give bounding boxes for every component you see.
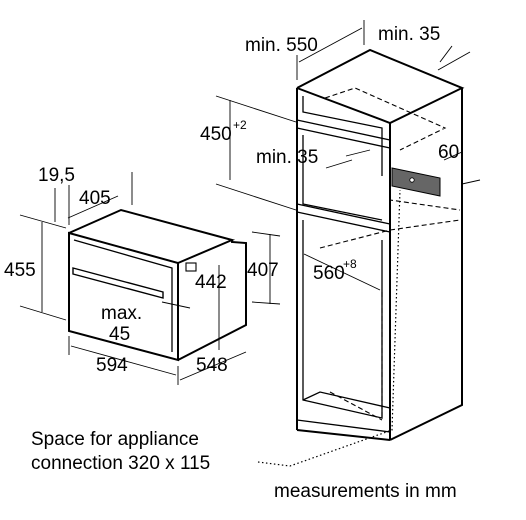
- label-45: 45: [109, 324, 130, 345]
- vent-marker-icon: [409, 177, 415, 183]
- appliance-front-inner: [73, 239, 173, 352]
- appliance-side: [177, 240, 247, 361]
- label-60: 60: [438, 142, 459, 163]
- dimension-lines: [19, 20, 481, 467]
- label-594: 594: [96, 355, 128, 376]
- control-knob-icon: [185, 262, 197, 272]
- upper-shelf-back: [296, 127, 391, 149]
- label-450: 450: [200, 124, 232, 145]
- label-405: 405: [79, 188, 111, 209]
- niche-left: [302, 135, 383, 221]
- upper-compartment: [302, 96, 383, 176]
- label-max: max.: [101, 303, 142, 324]
- label-min-35-inner: min. 35: [256, 147, 318, 168]
- note-space-line2: connection 320 x 115: [31, 453, 210, 474]
- appliance-handle: [72, 267, 164, 299]
- appliance-drawing: [68, 208, 247, 362]
- lower-floor-dash: [329, 391, 383, 421]
- niche-shelf: [296, 203, 391, 225]
- label-407: 407: [247, 260, 279, 281]
- niche-back-top: [324, 87, 447, 151]
- notes: Space for appliance connection 320 x 115…: [31, 429, 457, 502]
- niche-back-lower: [389, 219, 461, 231]
- upper-shelf: [296, 119, 391, 141]
- cabinet-right-side: [389, 88, 463, 441]
- dimension-labels: min. 550 min. 35 450 +2 min. 35 60 560 +…: [4, 24, 459, 376]
- label-560: 560: [313, 263, 345, 284]
- cabinet-bottom-front: [296, 429, 391, 441]
- appliance-top: [68, 208, 236, 264]
- label-min-550: min. 550: [245, 35, 318, 56]
- label-19-5: 19,5: [38, 165, 75, 186]
- label-442: 442: [195, 272, 227, 293]
- label-min-35-top: min. 35: [378, 24, 440, 45]
- label-455: 455: [4, 260, 36, 281]
- cabinet-top: [296, 48, 465, 125]
- lower-interior: [302, 220, 383, 419]
- label-560-sup: +8: [343, 257, 357, 271]
- note-space-line1: Space for appliance: [31, 429, 199, 450]
- lower-floor: [302, 391, 391, 409]
- niche-back-side: [389, 150, 461, 211]
- niche-back-floor: [319, 229, 391, 249]
- label-450-sup: +2: [233, 118, 247, 132]
- plinth-line: [296, 419, 391, 433]
- vent-opening: [391, 167, 441, 197]
- cabinet-drawing: [296, 48, 465, 441]
- niche-shelf-back: [296, 211, 391, 233]
- label-548: 548: [196, 355, 228, 376]
- appliance-connection-leader: [257, 189, 401, 467]
- note-units: measurements in mm: [274, 481, 457, 502]
